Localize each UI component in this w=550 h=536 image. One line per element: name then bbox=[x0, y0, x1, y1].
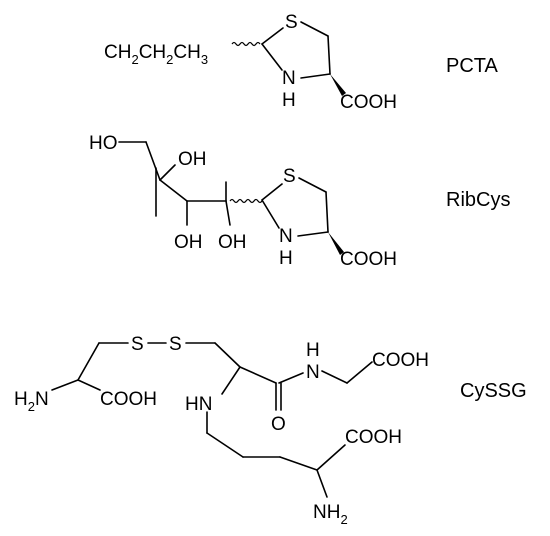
cyssg-amide-hydrogen: H bbox=[306, 340, 320, 361]
ribcys-bond-c2-c3 bbox=[159, 179, 188, 202]
cyssg-bond-c3-ca bbox=[279, 456, 318, 471]
ribcys-bond-c4-oh bbox=[225, 200, 231, 226]
cyssg-bond-n-ca-left bbox=[51, 379, 79, 391]
cyssg-structure: S S H2N COOH HN O H N COOH COOH NH2 CySS… bbox=[14, 334, 527, 527]
ribcys-bond-c2-s bbox=[261, 183, 283, 201]
ribcys-bond-s-c5 bbox=[298, 177, 327, 193]
cyssg-carboxyl-lower: COOH bbox=[345, 427, 402, 448]
cyssg-carboxyl-glycine: COOH bbox=[372, 350, 429, 371]
ribcys-hydroxyl-top-right: OH bbox=[178, 149, 207, 170]
ribcys-hydrogen: H bbox=[279, 248, 293, 269]
pcta-bond-c2-s bbox=[261, 27, 284, 45]
ribcys-bond-c5-c4 bbox=[325, 191, 329, 233]
pcta-sulfur: S bbox=[285, 12, 298, 33]
cyssg-carboxyl-left: COOH bbox=[100, 389, 157, 410]
cyssg-amide-nitrogen: N bbox=[306, 362, 320, 383]
pcta-bond-c4-n bbox=[300, 73, 331, 79]
cyssg-bond-ca-cb-left bbox=[77, 342, 100, 381]
ribcys-sulfur: S bbox=[283, 166, 296, 187]
ribcys-hydroxyl-top-left: HO bbox=[89, 133, 118, 154]
cyssg-bond-ch2-cooh bbox=[346, 361, 373, 384]
ribcys-bond-c4-n bbox=[297, 231, 329, 237]
ribcys-hydroxyl-bottom-2: OH bbox=[218, 232, 247, 253]
ribcys-bond-c2-oh bbox=[159, 164, 176, 181]
cyssg-sulfur-1: S bbox=[131, 334, 144, 355]
ribcys-name: RibCys bbox=[446, 189, 510, 211]
pcta-wavy-bond bbox=[231, 41, 261, 47]
cyssg-bond-n-ch2 bbox=[321, 370, 348, 384]
cyssg-amine-left: H2N bbox=[14, 389, 49, 414]
ribcys-hydroxyl-bottom-1: OH bbox=[174, 232, 203, 253]
cyssg-bond-ca-cooh-lower bbox=[316, 444, 346, 471]
cyssg-bond-cb-ca bbox=[214, 342, 241, 368]
ribcys-nitrogen: N bbox=[279, 226, 293, 247]
pcta-carboxyl: COOH bbox=[340, 92, 397, 113]
pcta-name: PCTA bbox=[446, 55, 499, 77]
ribcys-wavy-bond bbox=[229, 198, 263, 204]
cyssg-bond-ca-co bbox=[239, 366, 277, 384]
ribcys-structure: HO OH OH OH S N H COOH RibCys bbox=[89, 133, 510, 270]
ribcys-bond-c1-c2 bbox=[145, 141, 161, 181]
cyssg-imine-nitrogen: HN bbox=[185, 394, 212, 415]
pcta-structure: CH2CH2CH3 S N H COOH PCTA bbox=[104, 12, 499, 113]
pcta-hydrogen: H bbox=[282, 90, 296, 111]
pcta-wedge-bond bbox=[330, 74, 346, 96]
pcta-bond-c5-c4 bbox=[327, 35, 331, 75]
ribcys-carboxyl: COOH bbox=[340, 249, 397, 270]
cyssg-bond-ca-cooh-left bbox=[77, 379, 101, 391]
cyssg-bond-co-n bbox=[278, 372, 304, 384]
cyssg-name: CySSG bbox=[460, 380, 527, 402]
pcta-chain-label: CH2CH2CH3 bbox=[104, 42, 208, 67]
pcta-bond-n-c2 bbox=[261, 43, 283, 71]
cyssg-amine-lower: NH2 bbox=[313, 502, 348, 527]
cyssg-sulfur-2: S bbox=[169, 334, 182, 355]
cyssg-carbonyl-oxygen: O bbox=[271, 414, 286, 435]
cyssg-bond-c1-c2 bbox=[206, 432, 244, 458]
pcta-nitrogen: N bbox=[282, 68, 296, 89]
ribcys-wedge-bond bbox=[328, 232, 344, 255]
ribcys-bond-n-c2 bbox=[261, 199, 280, 229]
pcta-bond-s-c5 bbox=[300, 21, 329, 37]
cyssg-bond-ca-hn bbox=[221, 366, 241, 395]
cyssg-bond-ca-n-lower bbox=[316, 469, 328, 498]
